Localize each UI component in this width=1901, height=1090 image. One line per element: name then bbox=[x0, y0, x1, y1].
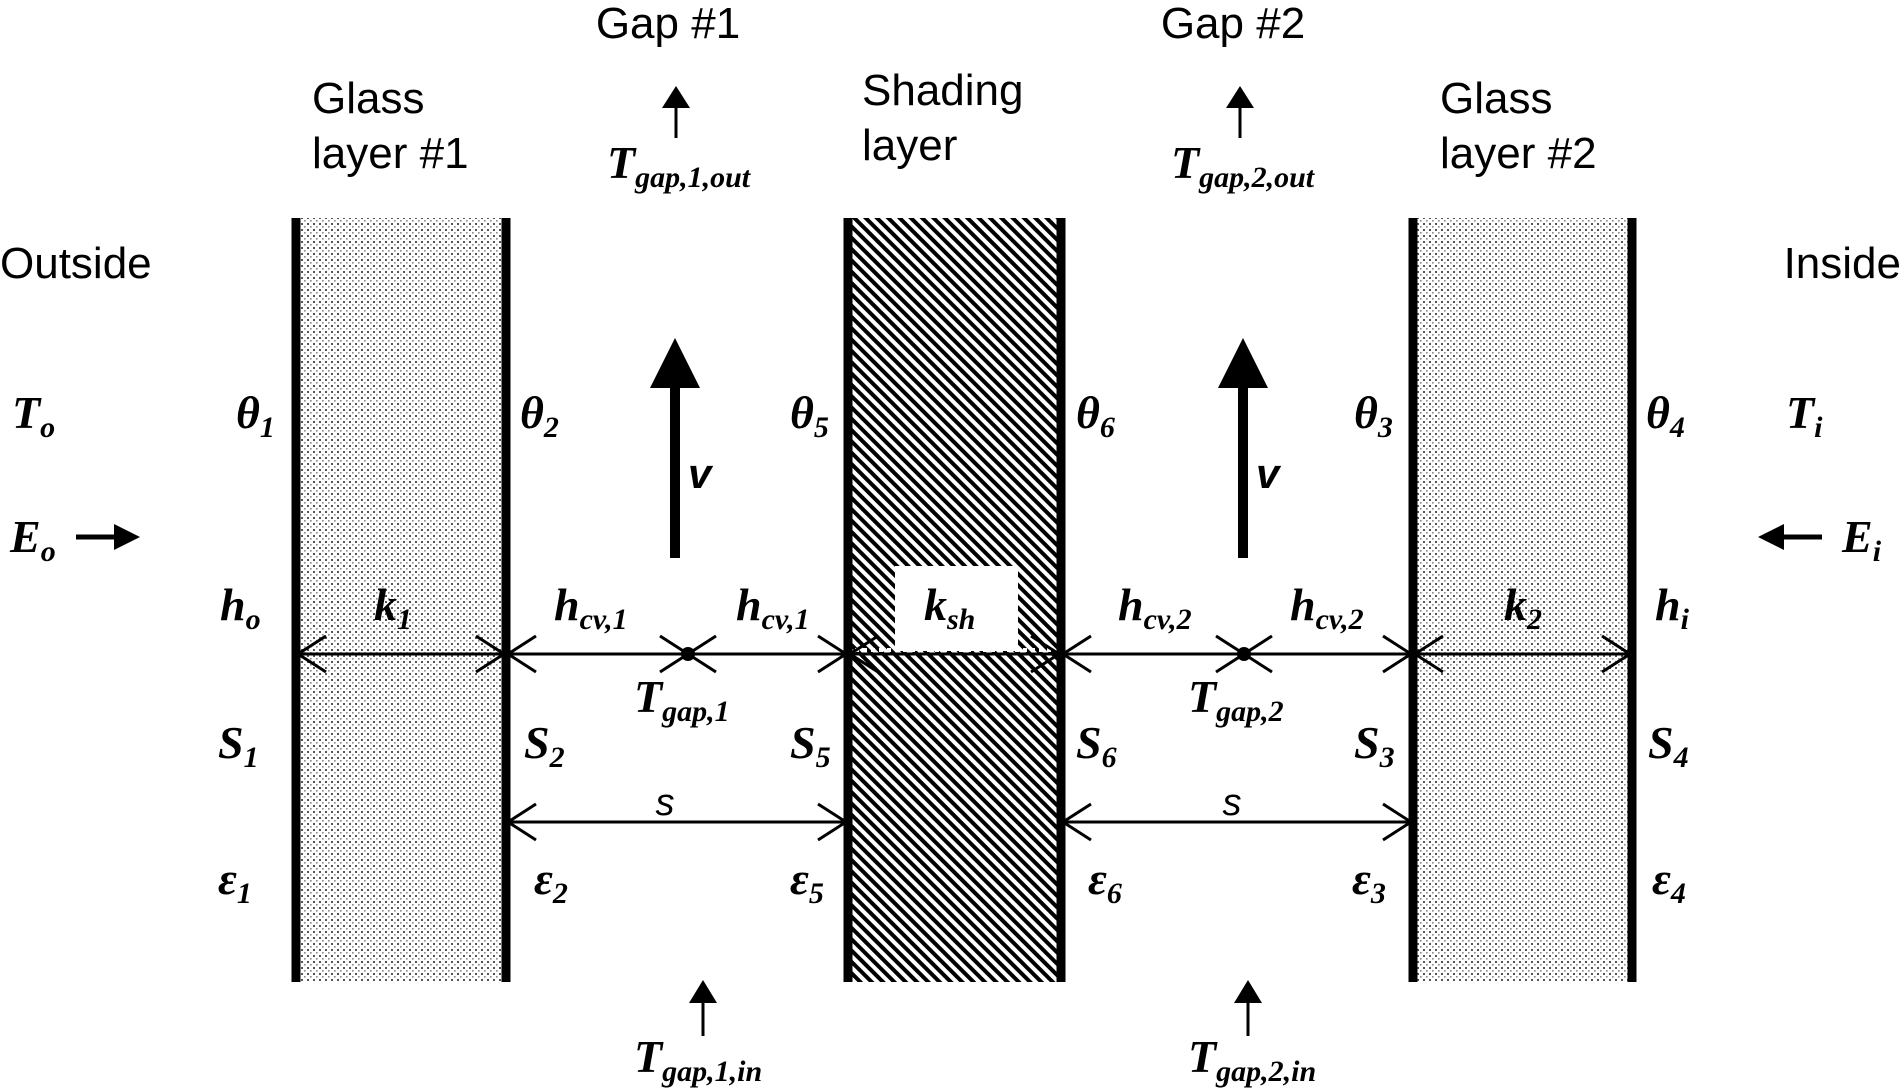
gap-2-spacing-label: s bbox=[1223, 782, 1242, 824]
gap-2-spacing-left-arrowhead bbox=[1060, 802, 1092, 842]
S-3-label: S3 bbox=[1354, 717, 1395, 774]
shading-layer-label-line1: Shading bbox=[862, 66, 1023, 115]
shading-conductivity-label: ksh bbox=[924, 579, 975, 636]
outside-irradiance-arrowhead bbox=[114, 524, 140, 550]
gap-1-temperature-node bbox=[681, 647, 695, 661]
theta-2-label: θ2 bbox=[520, 387, 559, 444]
emissivity-3-label: ε3 bbox=[1352, 853, 1386, 910]
glass-layer-2-label-line2: layer #2 bbox=[1440, 129, 1597, 178]
theta-3-label: θ3 bbox=[1354, 387, 1393, 444]
glass-layer-2-fill bbox=[1413, 218, 1632, 982]
inside-film-coefficient-label: hi bbox=[1655, 579, 1690, 636]
gap-1-convection-left-label: hcv,1 bbox=[554, 579, 628, 636]
gap-1-velocity-label: v bbox=[688, 450, 714, 497]
gap-2-convection-right-label: hcv,2 bbox=[1290, 579, 1364, 636]
gap-1-inlet-temperature-label: Tgap,1,in bbox=[634, 1031, 762, 1088]
theta-1-label: θ1 bbox=[236, 387, 275, 444]
theta-4-label: θ4 bbox=[1646, 387, 1685, 444]
inside-temperature-label: Ti bbox=[1786, 387, 1823, 444]
S-6-label: S6 bbox=[1076, 717, 1117, 774]
gap-1-outlet-temperature-label: Tgap,1,out bbox=[607, 137, 752, 194]
outside-label: Outside bbox=[0, 239, 152, 288]
gap-2-title: Gap #2 bbox=[1161, 0, 1305, 48]
gap-1-spacing-left-arrowhead bbox=[505, 802, 537, 842]
gap-1-convection-right-label: hcv,1 bbox=[736, 579, 810, 636]
shading-layer-label-line2: layer bbox=[862, 121, 957, 170]
gap-2-temperature-node bbox=[1237, 647, 1251, 661]
ksh-label-box bbox=[895, 566, 1018, 651]
inside-irradiance-label: Ei bbox=[1841, 511, 1882, 568]
gap-1-spacing-right-arrowhead bbox=[817, 802, 849, 842]
gap-2-velocity-arrowhead bbox=[1218, 338, 1268, 388]
glass-layer-2-label-line1: Glass bbox=[1440, 74, 1552, 123]
glass-2-conductivity-label: k2 bbox=[1504, 579, 1542, 636]
glass-layer-1-label-line1: Glass bbox=[312, 74, 424, 123]
gap-2-inlet-arrowhead bbox=[1234, 980, 1262, 1003]
gap-2-outlet-arrowhead bbox=[1226, 86, 1254, 108]
gap-1-spacing-label: s bbox=[656, 782, 675, 824]
emissivity-5-label: ε5 bbox=[790, 853, 824, 910]
gap-2-convection-left-label: hcv,2 bbox=[1118, 579, 1192, 636]
gap-1-velocity-arrow-shaft bbox=[670, 378, 680, 558]
gap-2-spacing-right-arrowhead bbox=[1382, 802, 1414, 842]
theta-5-label: θ5 bbox=[790, 387, 829, 444]
gap-2-temperature-label: Tgap,2 bbox=[1188, 671, 1284, 728]
emissivity-4-label: ε4 bbox=[1652, 853, 1686, 910]
S-4-label: S4 bbox=[1648, 717, 1689, 774]
S-2-label: S2 bbox=[524, 717, 565, 774]
gap-2-outlet-temperature-label: Tgap,2,out bbox=[1171, 137, 1316, 194]
S-5-label: S5 bbox=[790, 717, 831, 774]
gap-2-velocity-label: v bbox=[1256, 450, 1282, 497]
network-arrowheads bbox=[295, 634, 1633, 674]
gap-1-velocity-arrowhead bbox=[650, 338, 700, 388]
gap-2-inlet-temperature-label: Tgap,2,in bbox=[1188, 1031, 1316, 1088]
emissivity-2-label: ε2 bbox=[534, 853, 568, 910]
gap-1-temperature-label: Tgap,1 bbox=[634, 671, 730, 728]
emissivity-1-label: ε1 bbox=[218, 853, 252, 910]
glass-layer-1-fill bbox=[296, 218, 506, 982]
outside-irradiance-label: Eo bbox=[9, 511, 56, 568]
S-1-label: S1 bbox=[218, 717, 259, 774]
theta-6-label: θ6 bbox=[1076, 387, 1115, 444]
inside-label: Inside bbox=[1784, 239, 1901, 288]
glass-1-conductivity-label: k1 bbox=[374, 579, 412, 636]
outside-temperature-label: To bbox=[12, 387, 55, 444]
gap-2-velocity-arrow-shaft bbox=[1238, 378, 1248, 558]
inside-irradiance-arrowhead bbox=[1758, 524, 1784, 550]
gap-1-title: Gap #1 bbox=[596, 0, 740, 48]
gap-1-outlet-arrowhead bbox=[662, 86, 690, 108]
emissivity-6-label: ε6 bbox=[1088, 853, 1122, 910]
glass-layer-1-label-line2: layer #1 bbox=[312, 129, 469, 178]
gap-1-inlet-arrowhead bbox=[689, 980, 717, 1003]
outside-film-coefficient-label: ho bbox=[220, 579, 261, 636]
